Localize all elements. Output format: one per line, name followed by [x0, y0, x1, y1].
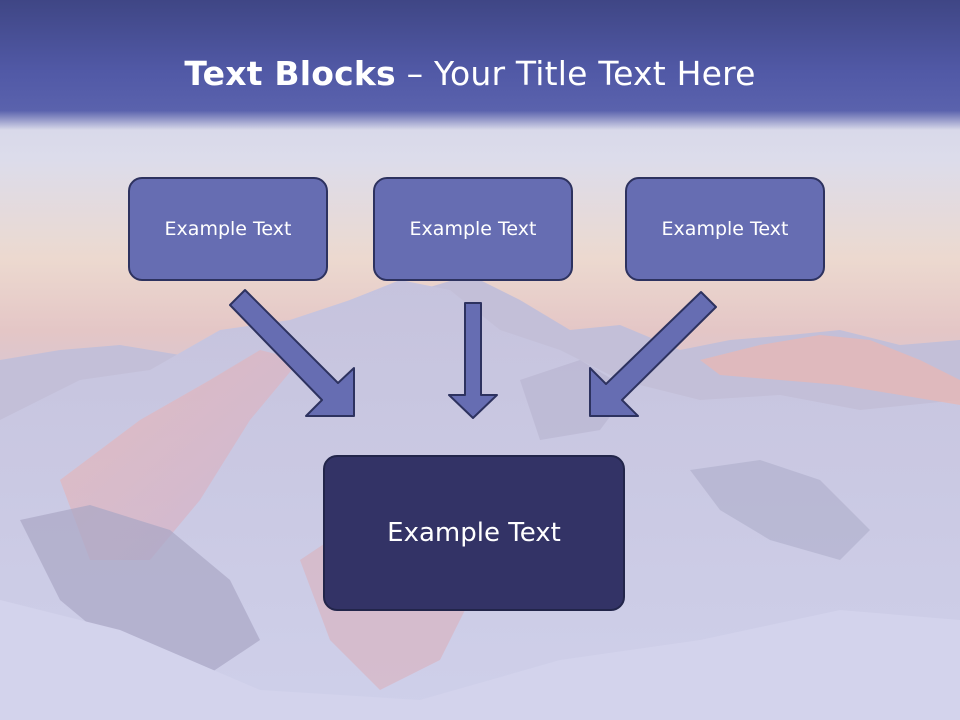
text-block-middle-label: Example Text: [409, 218, 537, 240]
text-block-right[interactable]: Example Text: [625, 177, 825, 281]
text-block-bottom[interactable]: Example Text: [323, 455, 625, 611]
slide-title: Text Blocks – Your Title Text Here: [0, 54, 940, 93]
text-block-right-label: Example Text: [661, 218, 789, 240]
arrow-left-diagonal: [229, 289, 355, 417]
text-block-middle[interactable]: Example Text: [373, 177, 573, 281]
text-block-bottom-label: Example Text: [387, 518, 561, 548]
arrow-right-diagonal: [589, 291, 717, 417]
text-block-left-label: Example Text: [164, 218, 292, 240]
arrow-down: [448, 302, 498, 419]
title-bold-part: Text Blocks: [184, 54, 396, 93]
title-band: [0, 0, 960, 130]
title-rest: Your Title Text Here: [434, 54, 756, 93]
text-block-left[interactable]: Example Text: [128, 177, 328, 281]
title-dash: –: [406, 54, 424, 93]
